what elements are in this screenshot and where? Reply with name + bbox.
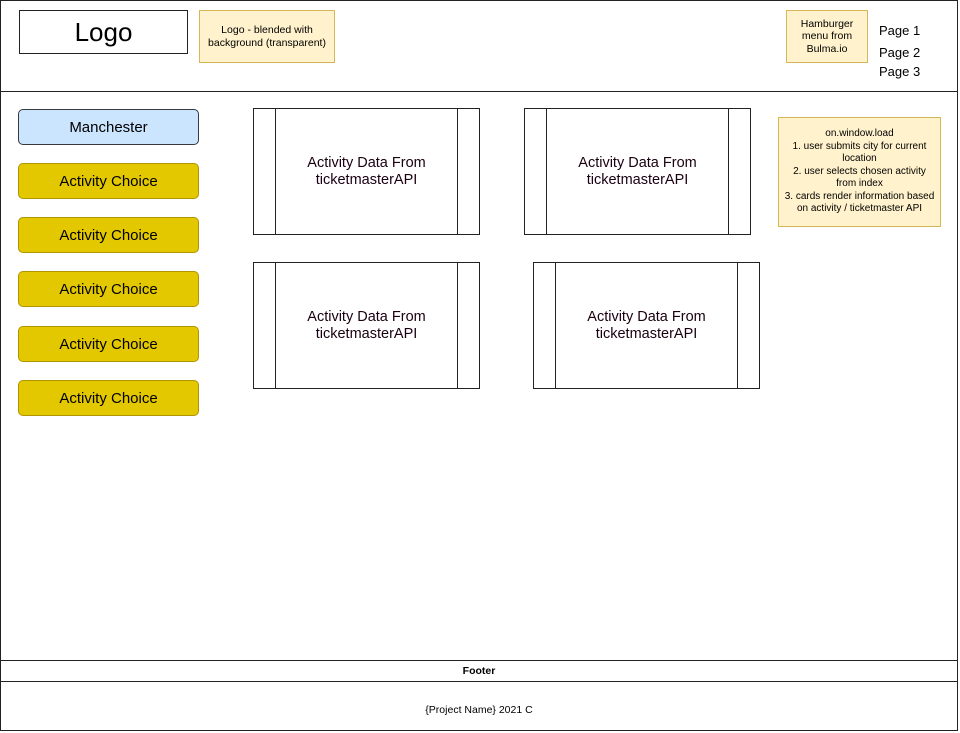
footer-label: Footer (0, 661, 958, 681)
logo-text: Logo (74, 16, 133, 47)
activity-card-text: Activity Data From ticketmasterAPI (307, 154, 426, 188)
nav-link-page-2[interactable]: Page 2 (879, 45, 921, 60)
card-side-bar (457, 109, 458, 234)
footer-divider-top (0, 660, 958, 661)
activity-card-text: Activity Data From ticketmasterAPI (587, 308, 706, 342)
activity-choice-button[interactable]: Activity Choice (18, 380, 199, 416)
hamburger-menu-note: Hamburger menu from Bulma.io (786, 10, 868, 63)
footer-copyright-text: {Project Name} 2021 C (425, 704, 533, 716)
activity-choice-label: Activity Choice (59, 172, 158, 190)
footer-copyright: {Project Name} 2021 C (0, 700, 958, 720)
header-divider (0, 91, 958, 92)
activity-card-text: Activity Data From ticketmasterAPI (578, 154, 697, 188)
activity-choice-label: Activity Choice (59, 389, 158, 407)
activity-choice-label: Activity Choice (59, 335, 158, 353)
card-side-bar (728, 109, 729, 234)
flow-note-step: 2. user selects chosen activity from ind… (793, 165, 926, 190)
activity-card[interactable]: Activity Data From ticketmasterAPI (524, 108, 751, 235)
logo-note: Logo - blended with background (transpar… (199, 10, 335, 63)
card-side-bar (275, 109, 276, 234)
activity-choice-button[interactable]: Activity Choice (18, 271, 199, 307)
activity-choice-label: Activity Choice (59, 226, 158, 244)
city-button[interactable]: Manchester (18, 109, 199, 145)
activity-choice-button[interactable]: Activity Choice (18, 217, 199, 253)
activity-choice-button[interactable]: Activity Choice (18, 163, 199, 199)
activity-card[interactable]: Activity Data From ticketmasterAPI (533, 262, 760, 389)
hamburger-menu-note-text: Hamburger menu from Bulma.io (800, 17, 854, 55)
activity-card[interactable]: Activity Data From ticketmasterAPI (253, 262, 480, 389)
footer-divider-bottom (0, 681, 958, 682)
flow-note: on.window.load 1. user submits city for … (778, 117, 941, 227)
card-side-bar (275, 263, 276, 388)
activity-choice-button[interactable]: Activity Choice (18, 326, 199, 362)
flow-note-title: on.window.load (825, 128, 894, 140)
footer-label-text: Footer (462, 665, 496, 677)
activity-choice-label: Activity Choice (59, 280, 158, 298)
flow-note-step: 3. cards render information based on act… (784, 190, 935, 215)
logo-note-text: Logo - blended with background (transpar… (208, 24, 326, 49)
activity-card[interactable]: Activity Data From ticketmasterAPI (253, 108, 480, 235)
nav-link-page-1[interactable]: Page 1 (879, 23, 921, 38)
nav-link-page-3[interactable]: Page 3 (879, 64, 921, 79)
city-button-label: Manchester (69, 118, 148, 136)
card-side-bar (546, 109, 547, 234)
logo[interactable]: Logo (19, 10, 188, 54)
activity-card-text: Activity Data From ticketmasterAPI (307, 308, 426, 342)
card-side-bar (737, 263, 738, 388)
flow-note-step: 1. user submits city for current locatio… (792, 140, 927, 165)
card-side-bar (555, 263, 556, 388)
card-side-bar (457, 263, 458, 388)
